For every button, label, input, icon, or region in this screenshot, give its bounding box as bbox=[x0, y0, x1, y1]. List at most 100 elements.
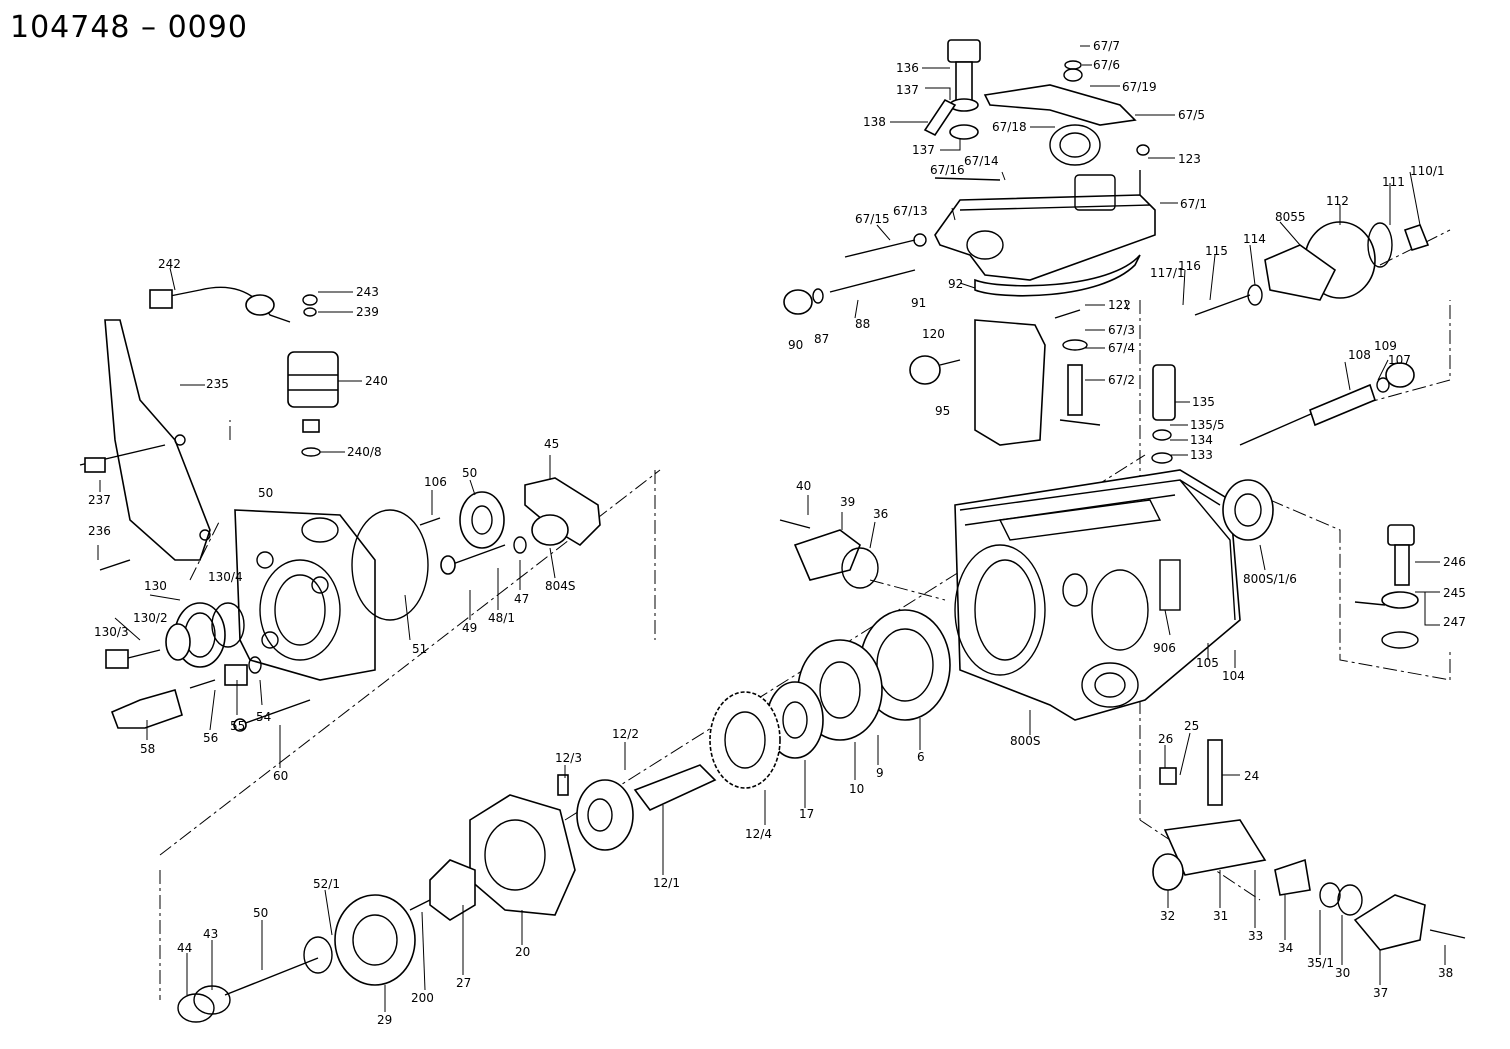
callout-49: 49 bbox=[462, 621, 478, 635]
callout-37: 37 bbox=[1373, 986, 1389, 1000]
callout-109: 109 bbox=[1374, 339, 1397, 353]
callout-58: 58 bbox=[140, 742, 156, 756]
callout-123: 123 bbox=[1178, 152, 1201, 166]
callout-906: 906 bbox=[1153, 641, 1176, 655]
callout-67-4: 67/4 bbox=[1108, 341, 1135, 355]
bearing bbox=[1222, 479, 1274, 541]
callout-67-5: 67/5 bbox=[1178, 108, 1205, 122]
callout-111: 111 bbox=[1382, 175, 1405, 189]
callout-67-1: 67/1 bbox=[1180, 197, 1207, 211]
governor-cover bbox=[934, 174, 1156, 297]
callout-800s-1-6: 800S/1/6 bbox=[1243, 572, 1297, 586]
callout-108: 108 bbox=[1348, 348, 1371, 362]
callout-90: 90 bbox=[788, 338, 804, 352]
callout-92: 92 bbox=[948, 277, 964, 291]
callout-60: 60 bbox=[273, 769, 289, 783]
callout-245: 245 bbox=[1443, 586, 1466, 600]
callout-38: 38 bbox=[1438, 966, 1454, 980]
delivery-valve bbox=[110, 656, 311, 732]
callout-67-6: 67/6 bbox=[1093, 58, 1120, 72]
callout-48-1: 48/1 bbox=[488, 611, 515, 625]
callout-67-2: 67/2 bbox=[1108, 373, 1135, 387]
callout-122: 122 bbox=[1108, 298, 1131, 312]
callout-88: 88 bbox=[855, 317, 871, 331]
callout-12-3: 12/3 bbox=[555, 751, 582, 765]
callout-200: 200 bbox=[411, 991, 434, 1005]
callout-120: 120 bbox=[922, 327, 945, 341]
callout-67-7: 67/7 bbox=[1093, 39, 1120, 53]
callout-87: 87 bbox=[814, 332, 830, 346]
callout-236: 236 bbox=[88, 524, 111, 538]
callout-116: 116 bbox=[1178, 259, 1201, 273]
banjo-bolt bbox=[923, 39, 981, 140]
callout-137: 137 bbox=[896, 83, 919, 97]
callout-29: 29 bbox=[377, 1013, 393, 1027]
callout-51: 51 bbox=[412, 642, 428, 656]
callout-804s: 804S bbox=[545, 579, 576, 593]
callout-50: 50 bbox=[258, 486, 274, 500]
callout-8055: 8055 bbox=[1275, 210, 1306, 224]
callout-240-8: 240/8 bbox=[347, 445, 382, 459]
solenoid-valve bbox=[149, 286, 339, 457]
callout-33: 33 bbox=[1248, 929, 1264, 943]
callout-138: 138 bbox=[863, 115, 886, 129]
callout-20: 20 bbox=[515, 945, 531, 959]
callout-50: 50 bbox=[462, 466, 478, 480]
drive-shaft bbox=[557, 764, 717, 851]
callout-117-1: 117/1 bbox=[1150, 266, 1185, 280]
callout-17: 17 bbox=[799, 807, 815, 821]
callout-95: 95 bbox=[935, 404, 951, 418]
distributor-cover bbox=[419, 477, 601, 575]
callout-240: 240 bbox=[365, 374, 388, 388]
callout-24: 24 bbox=[1244, 769, 1260, 783]
callout-110-1: 110/1 bbox=[1410, 164, 1445, 178]
callout-239: 239 bbox=[356, 305, 379, 319]
o-ring-51 bbox=[351, 509, 429, 621]
callout-246: 246 bbox=[1443, 555, 1466, 569]
pump-housing bbox=[954, 469, 1241, 721]
callout-27: 27 bbox=[456, 976, 472, 990]
callout-25: 25 bbox=[1184, 719, 1200, 733]
callout-237: 237 bbox=[88, 493, 111, 507]
callout-26: 26 bbox=[1158, 732, 1174, 746]
callout-91: 91 bbox=[911, 296, 927, 310]
callout-134: 134 bbox=[1190, 433, 1213, 447]
callout-247: 247 bbox=[1443, 615, 1466, 629]
callout-67-13: 67/13 bbox=[893, 204, 928, 218]
callout-36: 36 bbox=[873, 507, 889, 521]
callout-12-1: 12/1 bbox=[653, 876, 680, 890]
roller-ring-assembly bbox=[766, 609, 951, 759]
callout-55: 55 bbox=[230, 719, 246, 733]
control-shaft bbox=[1059, 339, 1101, 426]
callout-104: 104 bbox=[1222, 669, 1245, 683]
timing-device bbox=[1152, 739, 1466, 951]
throttle-block bbox=[909, 319, 1046, 446]
callout-56: 56 bbox=[203, 731, 219, 745]
callout-30: 30 bbox=[1335, 966, 1351, 980]
control-lever bbox=[79, 319, 211, 571]
callout-130-3: 130/3 bbox=[94, 625, 129, 639]
callout-67-16: 67/16 bbox=[930, 163, 965, 177]
hydraulic-head bbox=[234, 509, 376, 681]
drive-gear bbox=[709, 691, 781, 789]
callout-6: 6 bbox=[917, 750, 925, 764]
flyweight-governor bbox=[1194, 221, 1430, 316]
callout-52-1: 52/1 bbox=[313, 877, 340, 891]
callout-67-14: 67/14 bbox=[964, 154, 999, 168]
governor-shaft bbox=[1239, 362, 1415, 446]
callout-130-4: 130/4 bbox=[208, 570, 243, 584]
end-plate bbox=[177, 894, 431, 1023]
callout-235: 235 bbox=[206, 377, 229, 391]
callout-10: 10 bbox=[849, 782, 865, 796]
callout-130: 130 bbox=[144, 579, 167, 593]
callout-106: 106 bbox=[424, 475, 447, 489]
adjusting-screw bbox=[783, 144, 1150, 319]
callout-242: 242 bbox=[158, 257, 181, 271]
callout-135-5: 135/5 bbox=[1190, 418, 1225, 432]
drawing-number: 104748 – 0090 bbox=[10, 10, 248, 45]
leader-lines bbox=[97, 45, 1446, 1012]
callout-137: 137 bbox=[912, 143, 935, 157]
callout-115: 115 bbox=[1205, 244, 1228, 258]
